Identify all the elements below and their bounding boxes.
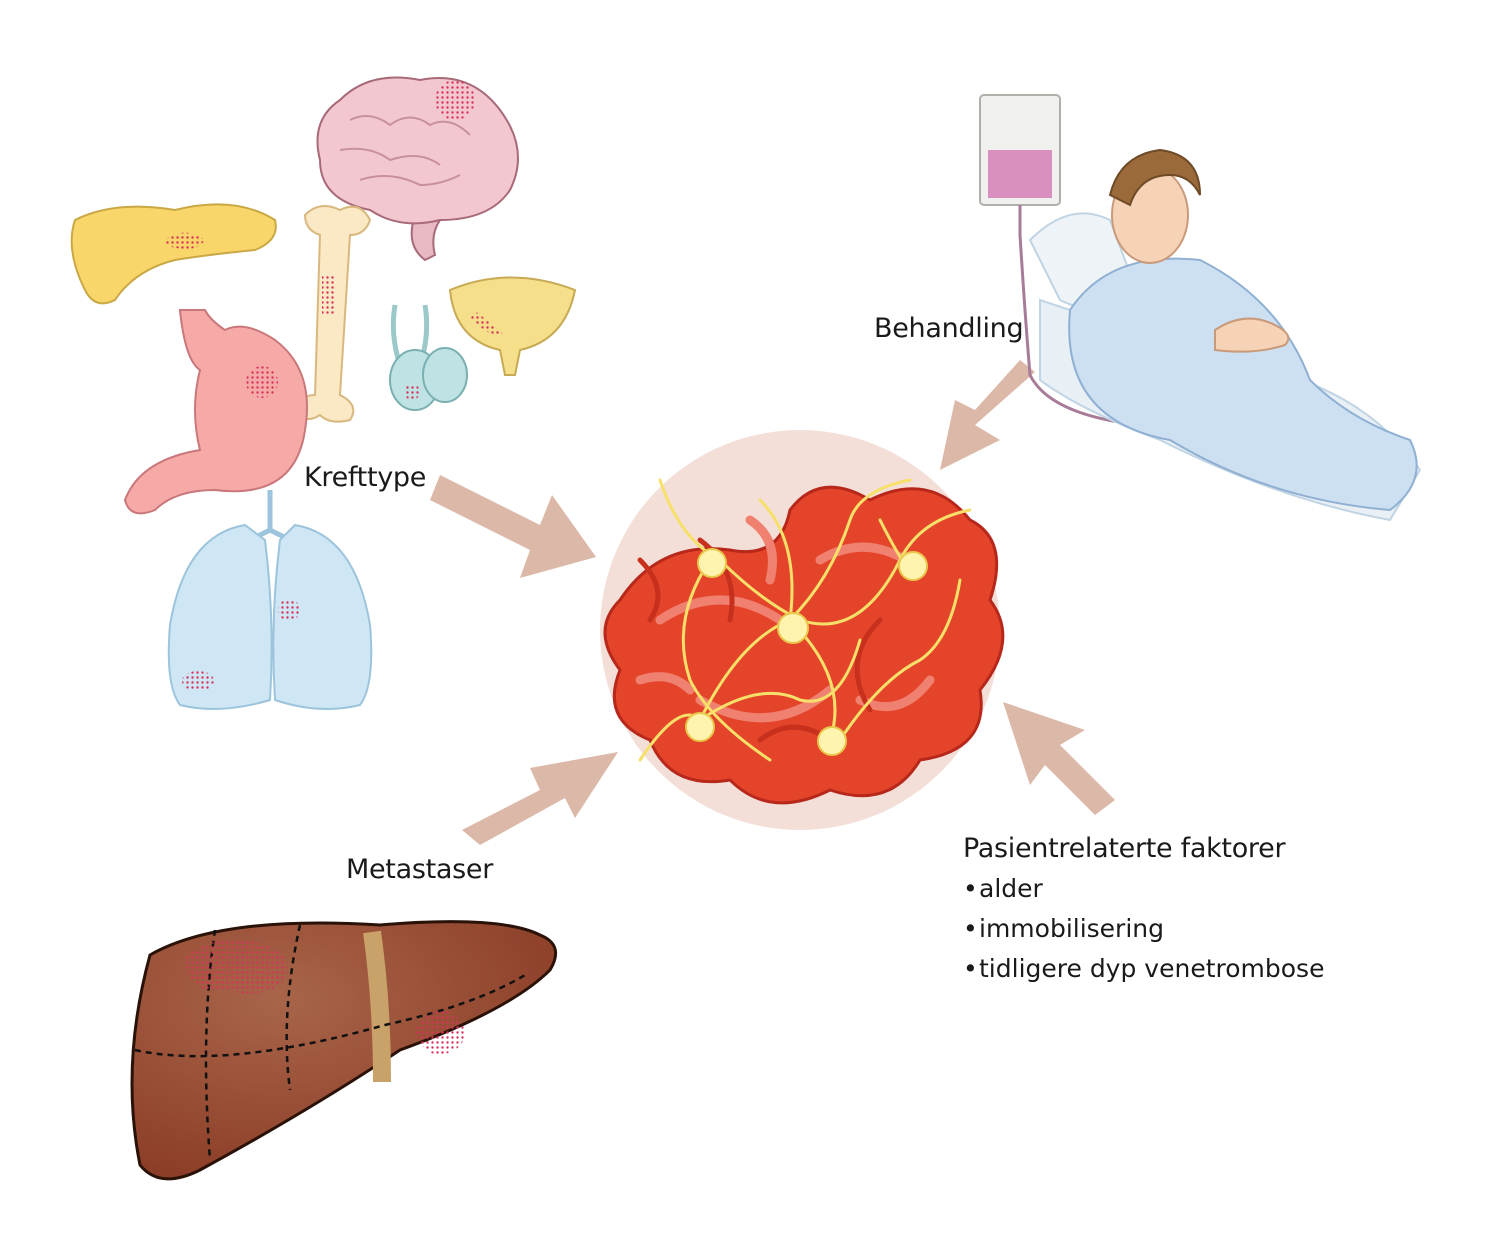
arrows	[430, 360, 1115, 845]
iv-bag-illustration	[979, 94, 1202, 427]
bullet-icon: •	[963, 874, 978, 903]
stomach-tumor	[246, 366, 278, 398]
testis-tumor	[404, 384, 420, 400]
metastases-label: Metastaser	[346, 854, 494, 885]
list-item: •tidligere dyp venetrombose	[963, 949, 1324, 989]
list-item: •immobilisering	[963, 909, 1324, 949]
pancreas-tumor	[165, 232, 205, 249]
patient-factors-title: Pasientrelaterte faktorer	[963, 833, 1286, 864]
bladder-tumor	[470, 311, 505, 337]
liver-illustration	[130, 920, 558, 1181]
factor-text: alder	[979, 874, 1043, 903]
arrow-from-treatment	[940, 360, 1035, 470]
arrow-from-metastases	[462, 752, 618, 845]
treatment-label: Behandling	[874, 313, 1024, 344]
testes-illustration	[389, 304, 468, 411]
patient-factors-block: Pasientrelaterte faktorer •alder •immobi…	[963, 833, 1324, 989]
lung-tumor-2	[182, 671, 214, 691]
patient-illustration	[1028, 148, 1422, 522]
cancer-type-label: Krefttype	[304, 462, 427, 493]
brain-tumor	[435, 80, 475, 120]
iv-fluid	[988, 150, 1052, 198]
bladder-illustration	[448, 276, 577, 376]
liver-metastasis-1	[185, 939, 288, 994]
bullet-icon: •	[963, 914, 978, 943]
bone-illustration	[293, 205, 372, 423]
bone-tumor	[322, 275, 336, 315]
list-item: •alder	[963, 869, 1324, 909]
factor-text: tidligere dyp venetrombose	[979, 954, 1325, 983]
brain-illustration	[316, 76, 519, 262]
platelets	[685, 548, 928, 756]
bullet-icon: •	[963, 954, 978, 983]
liver-metastasis-2	[415, 1010, 465, 1055]
pancreas-illustration	[70, 203, 277, 305]
lungs-illustration	[167, 490, 373, 710]
blood-clot	[600, 430, 1005, 830]
arrow-from-cancer-type	[430, 475, 596, 578]
arrow-from-patient-factors	[1003, 702, 1115, 815]
stomach-illustration	[123, 309, 308, 515]
factor-text: immobilisering	[979, 914, 1164, 943]
patient-factors-list: •alder •immobilisering •tidligere dyp ve…	[963, 869, 1324, 989]
lung-tumor-1	[278, 599, 300, 621]
